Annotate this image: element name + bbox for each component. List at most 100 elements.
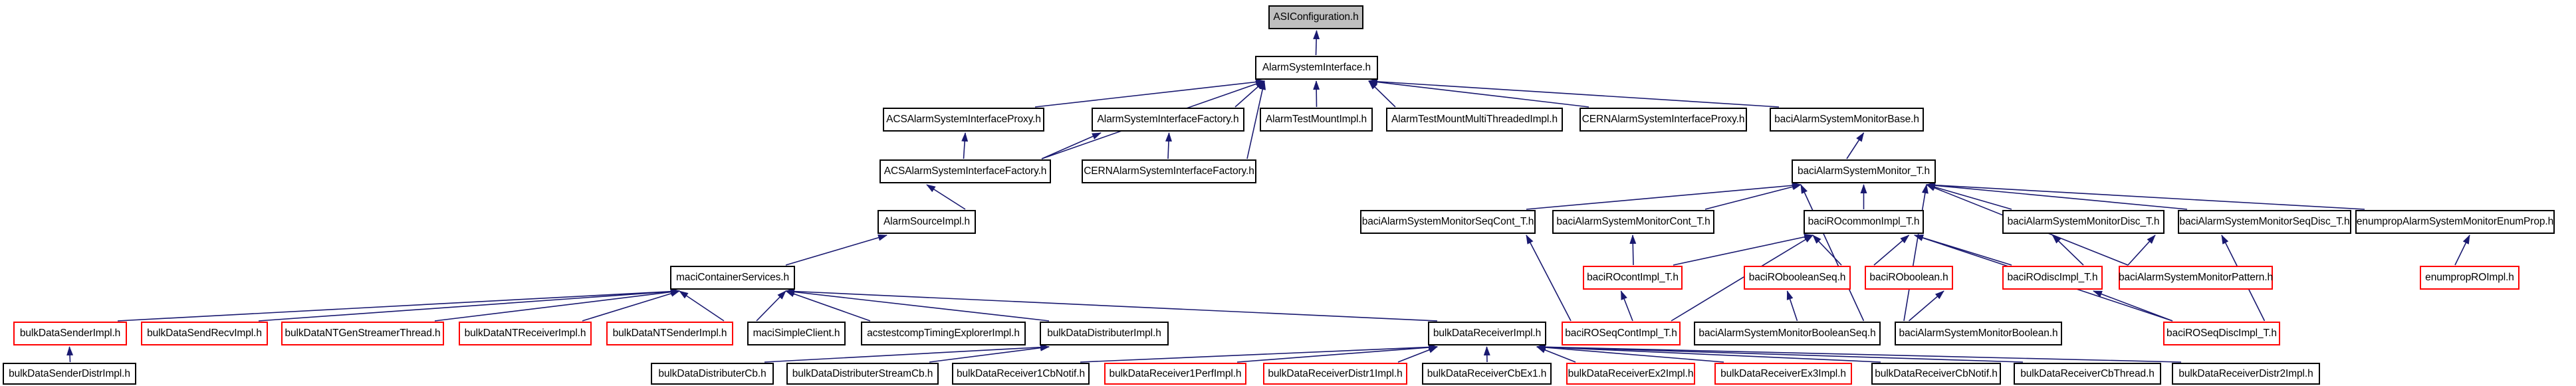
graph-node-label: bulkDataReceiverEx3Impl.h [1720, 367, 1846, 379]
graph-node-bacirodiscimpl-t-h[interactable]: baciROdiscImpl_T.h [2002, 266, 2103, 290]
graph-node-alarmtestmountimpl-h[interactable]: AlarmTestMountImpl.h [1260, 108, 1373, 132]
graph-edge [2093, 290, 2173, 322]
graph-node-label: baciROcontImpl_T.h [1587, 272, 1679, 283]
graph-node-bulkdatareceiverimpl-h[interactable]: bulkDataReceiverImpl.h [1428, 322, 1546, 345]
graph-edge [1704, 183, 1802, 210]
graph-node-bacialarmsystemmonitorseqcont-t-h[interactable]: baciAlarmSystemMonitorSeqCont_T.h [1360, 210, 1536, 234]
graph-node-bulkdatadistributercb-h[interactable]: bulkDataDistributerCb.h [651, 363, 774, 385]
graph-node-bulkdatasendrecvimpl-h[interactable]: bulkDataSendRecvImpl.h [141, 322, 268, 345]
graph-node-bacialarmsystemmonitordisc-t-h[interactable]: baciAlarmSystemMonitorDisc_T.h [2002, 210, 2165, 234]
graph-node-label: bulkDataDistributerImpl.h [1047, 328, 1161, 339]
graph-node-macicontainerservices-h[interactable]: maciContainerServices.h [670, 266, 795, 290]
graph-node-bacialarmsystemmonitorpattern-h[interactable]: baciAlarmSystemMonitorPattern.h [2119, 266, 2273, 290]
graph-edge [1536, 343, 2182, 363]
graph-node-label: bulkDataDistributerCb.h [658, 367, 766, 379]
graph-node-label: bulkDataSendRecvImpl.h [147, 328, 262, 339]
graph-edge [258, 288, 680, 322]
graph-node-acsalarmsysteminterfacefactory-h[interactable]: ACSAlarmSystemInterfaceFactory.h [879, 159, 1051, 183]
graph-node-bulkdatareceiver1cbnotif-h[interactable]: bulkDataReceiver1CbNotif.h [952, 363, 1090, 385]
graph-node-label: baciROdiscImpl_T.h [2007, 272, 2098, 283]
graph-edge [756, 290, 786, 322]
graph-node-bulkdatareceiverex3impl-h[interactable]: bulkDataReceiverEx3Impl.h [1714, 363, 1852, 385]
graph-node-label: CERNAlarmSystemInterfaceProxy.h [1581, 114, 1745, 125]
graph-node-macisimpleclient-h[interactable]: maciSimpleClient.h [747, 322, 846, 345]
graph-node-label: AlarmTestMountMultiThreadedImpl.h [1391, 114, 1558, 125]
graph-node-bulkdatareceivercbthread-h[interactable]: bulkDataReceiverCbThread.h [2014, 363, 2161, 385]
graph-node-alarmsourceimpl-h[interactable]: AlarmSourceImpl.h [878, 210, 976, 234]
graph-node-label: ACSAlarmSystemInterfaceFactory.h [883, 165, 1047, 177]
graph-node-bulkdatasenderimpl-h[interactable]: bulkDataSenderImpl.h [13, 322, 127, 345]
graph-node-label: bulkDataReceiverDistr2Impl.h [2178, 367, 2313, 379]
graph-edge [785, 290, 871, 322]
graph-edge [582, 290, 680, 322]
graph-node-bacialarmsystemmonitorbooleanseq-h[interactable]: baciAlarmSystemMonitorBooleanSeq.h [1694, 322, 1881, 345]
graph-edge [2051, 235, 2084, 266]
graph-node-alarmtestmountmultithreadedimpl-h[interactable]: AlarmTestMountMultiThreadedImpl.h [1386, 108, 1563, 132]
graph-node-bacirocommonimpl-t-h[interactable]: baciROcommonImpl_T.h [1804, 210, 1924, 234]
graph-node-label: baciROSeqContImpl_T.h [1565, 328, 1677, 339]
graph-node-label: ACSAlarmSystemInterfaceProxy.h [886, 114, 1041, 125]
graph-edge [1536, 343, 1881, 363]
graph-edge [1926, 182, 2188, 210]
graph-edge [1368, 80, 1396, 108]
graph-node-bulkdatareceiverdistr1impl-h[interactable]: bulkDataReceiverDistr1Impl.h [1263, 363, 1407, 385]
graph-node-bulkdatareceiverex2impl-h[interactable]: bulkDataReceiverEx2Impl.h [1566, 363, 1695, 385]
graph-node-bulkdatadistributerimpl-h[interactable]: bulkDataDistributerImpl.h [1040, 322, 1169, 345]
graph-edge [1786, 290, 1798, 322]
graph-node-bulkdatasenderdistrimpl-h[interactable]: bulkDataSenderDistrImpl.h [3, 363, 136, 385]
graph-edge [785, 288, 1438, 322]
graph-node-label: baciAlarmSystemMonitorSeqCont_T.h [1361, 216, 1534, 227]
graph-node-label: bulkDataReceiverCbNotif.h [1875, 367, 1998, 379]
graph-node-bacirocontimpl-t-h[interactable]: baciROcontImpl_T.h [1583, 266, 1683, 290]
graph-edge [1926, 181, 2365, 210]
graph-node-enumpropalarmsystemmonitorenumprop-h[interactable]: enumpropAlarmSystemMonitorEnumProp.h [2355, 210, 2555, 234]
graph-node-label: baciAlarmSystemMonitorDisc_T.h [2007, 216, 2160, 227]
graph-node-bacirobooleanseq-h[interactable]: baciRObooleanSeq.h [1744, 266, 1851, 290]
graph-node-label: baciAlarmSystemMonitorSeqDisc_T.h [2179, 216, 2350, 227]
graph-node-baciroseqdiscimpl-t-h[interactable]: baciROSeqDiscImpl_T.h [2163, 322, 2280, 345]
graph-node-bulkdatadistributerstreamcb-h[interactable]: bulkDataDistributerStreamCb.h [786, 363, 939, 385]
graph-edge [926, 184, 966, 210]
graph-node-label: bulkDataNTSenderImpl.h [612, 328, 727, 339]
graph-node-acsalarmsysteminterfaceproxy-h[interactable]: ACSAlarmSystemInterfaceProxy.h [883, 108, 1044, 132]
graph-edge [785, 288, 1050, 322]
graph-node-label: bulkDataReceiver1CbNotif.h [957, 367, 1085, 379]
graph-node-baciroseqcontimpl-t-h[interactable]: baciROSeqContImpl_T.h [1562, 322, 1681, 345]
graph-node-bulkdatareceiverdistr2impl-h[interactable]: bulkDataReceiverDistr2Impl.h [2172, 363, 2320, 385]
graph-node-label: AlarmSourceImpl.h [883, 216, 971, 227]
graph-node-cernalarmsysteminterfaceproxy-h[interactable]: CERNAlarmSystemInterfaceProxy.h [1580, 108, 1747, 132]
graph-node-alarmsysteminterface-h[interactable]: AlarmSystemInterface.h [1255, 56, 1378, 80]
graph-node-bulkdatantsenderimpl-h[interactable]: bulkDataNTSenderImpl.h [606, 322, 733, 345]
graph-node-cernalarmsysteminterfacefactory-h[interactable]: CERNAlarmSystemInterfaceFactory.h [1082, 159, 1256, 183]
graph-node-bacialarmsystemmonitorbase-h[interactable]: baciAlarmSystemMonitorBase.h [1770, 108, 1924, 132]
graph-edge [1041, 132, 1102, 159]
graph-node-enumproproimpl-h[interactable]: enumpropROImpl.h [2420, 266, 2519, 290]
graph-node-bacialarmsystemmonitor-t-h[interactable]: baciAlarmSystemMonitor_T.h [1792, 159, 1936, 183]
graph-edge [1800, 184, 1865, 322]
graph-node-label: maciContainerServices.h [676, 272, 789, 283]
graph-node-acstestcomptimingexplorerimpl-h[interactable]: acstestcompTimingExplorerImpl.h [861, 322, 1026, 345]
graph-node-bulkdatareceiver1perfimpl-h[interactable]: bulkDataReceiver1PerfImpl.h [1104, 363, 1246, 385]
graph-node-bulkdatareceivercbex1-h[interactable]: bulkDataReceiverCbEx1.h [1422, 363, 1552, 385]
graph-edge [1620, 290, 1633, 322]
graph-edge [1526, 235, 1572, 322]
graph-node-label: baciAlarmSystemMonitorBoolean.h [1899, 328, 2058, 339]
graph-node-baciroboolean-h[interactable]: baciROboolean.h [1865, 266, 1953, 290]
graph-node-label: baciROSeqDiscImpl_T.h [2166, 328, 2277, 339]
graph-node-bacialarmsystemmonitorcont-t-h[interactable]: baciAlarmSystemMonitorCont_T.h [1552, 210, 1714, 234]
graph-edge [1165, 132, 1172, 159]
graph-node-bulkdatareceivercbnotif-h[interactable]: bulkDataReceiverCbNotif.h [1871, 363, 2001, 385]
graph-node-bacialarmsystemmonitorseqdisc-t-h[interactable]: baciAlarmSystemMonitorSeqDisc_T.h [2178, 210, 2351, 234]
graph-edge [1246, 80, 1266, 159]
graph-node-label: maciSimpleClient.h [753, 328, 840, 339]
graph-edge [1080, 343, 1438, 363]
graph-node-label: bulkDataSenderDistrImpl.h [9, 367, 130, 379]
graph-node-bulkdatantreceiverimpl-h[interactable]: bulkDataNTReceiverImpl.h [459, 322, 592, 345]
graph-edge [1673, 233, 1814, 266]
graph-node-bacialarmsystemmonitorboolean-h[interactable]: baciAlarmSystemMonitorBoolean.h [1895, 322, 2062, 345]
graph-node-label: bulkDataSenderImpl.h [19, 328, 121, 339]
graph-edge [1368, 78, 1589, 108]
graph-node-alarmsysteminterfacefactory-h[interactable]: AlarmSystemInterfaceFactory.h [1092, 108, 1244, 132]
graph-node-bulkdatantgenstreamerthread-h[interactable]: bulkDataNTGenStreamerThread.h [281, 322, 444, 345]
